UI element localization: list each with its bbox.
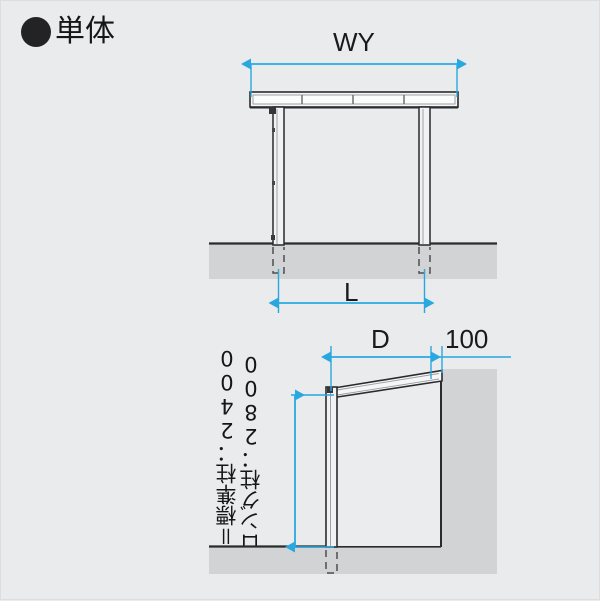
dimension-label-100: 100 [445,324,489,354]
page-title: 単体 [21,17,115,47]
dimension-label-d: D [371,324,390,354]
dimension-wy [241,58,467,97]
filled-circle-icon [21,17,51,47]
side-canopy-area [331,372,442,547]
front-roof-beam [249,91,459,109]
dimension-height [285,389,334,553]
front-left-post [269,106,285,246]
front-left-footing [272,247,285,274]
page-title-text: 単体 [55,14,115,49]
dimension-100 [431,346,511,373]
side-post [325,386,338,548]
front-ground-band [209,242,497,279]
front-right-post [418,106,431,246]
dimension-l [268,269,435,313]
front-elevation-view [209,58,497,313]
side-elevation-view [209,346,511,574]
dimension-label-wy: WY [333,27,375,57]
dimension-d [321,346,441,391]
side-post-footing [325,550,338,574]
front-right-footing [418,247,431,274]
side-wall-panel [441,369,497,574]
